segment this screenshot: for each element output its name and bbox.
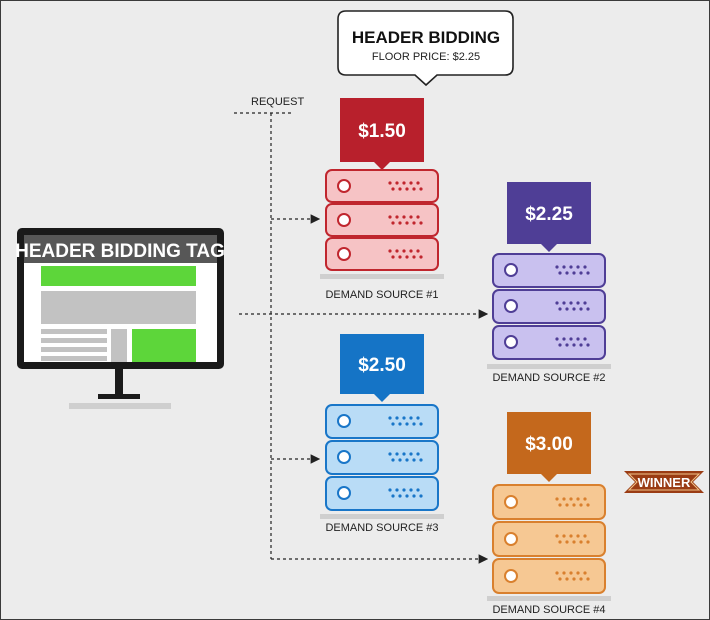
server-unit (325, 169, 439, 203)
bid-bubble: $2.50 (340, 334, 424, 402)
connectors (234, 112, 489, 564)
server-unit (325, 404, 439, 439)
server-unit (325, 237, 439, 271)
server-vents (555, 534, 590, 544)
server-vents (388, 488, 423, 498)
server-vents (388, 215, 423, 225)
winner-ribbon-inner (627, 473, 701, 491)
server-led (337, 414, 351, 428)
text-line (41, 338, 107, 343)
server-shadow (320, 514, 444, 519)
server-vents (555, 337, 590, 347)
server-vents (388, 249, 423, 259)
server-vents (388, 452, 423, 462)
callout-shape (337, 10, 514, 87)
server-vents (388, 181, 423, 191)
server-led (504, 299, 518, 313)
request-label: REQUEST (251, 96, 304, 108)
winner-badge: WINNER (624, 471, 704, 493)
server-stack (487, 253, 611, 369)
callout-floor-price: FLOOR PRICE: $2.25 (372, 51, 480, 63)
bid-bubble: $2.25 (507, 182, 591, 252)
monitor: HEADER BIDDING TAG (15, 228, 225, 409)
ad-slot-top (41, 266, 196, 286)
text-line (41, 347, 107, 352)
server-led (337, 179, 351, 193)
monitor-stand-neck (115, 369, 123, 395)
monitor-shadow (69, 403, 171, 409)
bid-value: $1.50 (358, 121, 406, 142)
image-block (111, 329, 127, 362)
server-shadow (320, 274, 444, 279)
server-unit (492, 253, 606, 288)
bid-value: $2.50 (358, 355, 406, 376)
server-vents (388, 416, 423, 426)
server-vents (555, 497, 590, 507)
server-vents (555, 301, 590, 311)
bid-value: $3.00 (525, 434, 573, 455)
server-unit (492, 521, 606, 557)
monitor-stand-base (98, 394, 140, 399)
server-unit (325, 476, 439, 511)
callout-title: HEADER BIDDING (352, 28, 500, 47)
demand-source-4: $3.00 DEMAND SOURCE #4 (487, 412, 611, 616)
text-line (41, 329, 107, 334)
server-unit (325, 203, 439, 237)
ad-slot-side (132, 329, 196, 362)
demand-source-label: DEMAND SOURCE #3 (325, 522, 438, 534)
demand-source-label: DEMAND SOURCE #2 (492, 372, 605, 384)
bid-bubble-shape (340, 98, 424, 170)
server-stack (320, 404, 444, 519)
server-led (504, 263, 518, 277)
demand-source-1: $1.50 DEMAND SOURCE #1 (320, 98, 444, 301)
server-vents (555, 571, 590, 581)
server-vents (555, 265, 590, 275)
header-bidding-callout: HEADER BIDDING FLOOR PRICE: $2.25 (337, 10, 514, 87)
server-led (504, 569, 518, 583)
bid-bubble: $3.00 (507, 412, 591, 482)
server-led (504, 532, 518, 546)
monitor-title: HEADER BIDDING TAG (15, 241, 225, 262)
text-line (41, 356, 107, 361)
server-unit (492, 289, 606, 324)
server-unit (325, 440, 439, 475)
winner-ribbon (624, 471, 704, 493)
bid-value: $2.25 (525, 204, 573, 225)
server-shadow (487, 596, 611, 601)
demand-source-3: $2.50 DEMAND SOURCE #3 (320, 334, 444, 534)
server-unit (492, 558, 606, 594)
content-block (41, 291, 196, 324)
server-led (337, 213, 351, 227)
server-stack (487, 484, 611, 601)
bid-bubble-shape (507, 412, 591, 482)
bid-bubble-shape (340, 334, 424, 402)
demand-source-label: DEMAND SOURCE #4 (492, 604, 605, 616)
server-unit (492, 325, 606, 360)
server-led (504, 335, 518, 349)
server-stack (320, 169, 444, 279)
server-led (337, 450, 351, 464)
demand-source-label: DEMAND SOURCE #1 (325, 289, 438, 301)
server-led (337, 247, 351, 261)
server-shadow (487, 364, 611, 369)
server-led (504, 495, 518, 509)
winner-label: WINNER (638, 475, 691, 490)
demand-source-2: $2.25 DEMAND SOURCE #2 (487, 182, 611, 384)
server-unit (492, 484, 606, 520)
bid-bubble-shape (507, 182, 591, 252)
server-led (337, 486, 351, 500)
monitor-title-bar (24, 235, 217, 263)
bid-bubble: $1.50 (340, 98, 424, 170)
